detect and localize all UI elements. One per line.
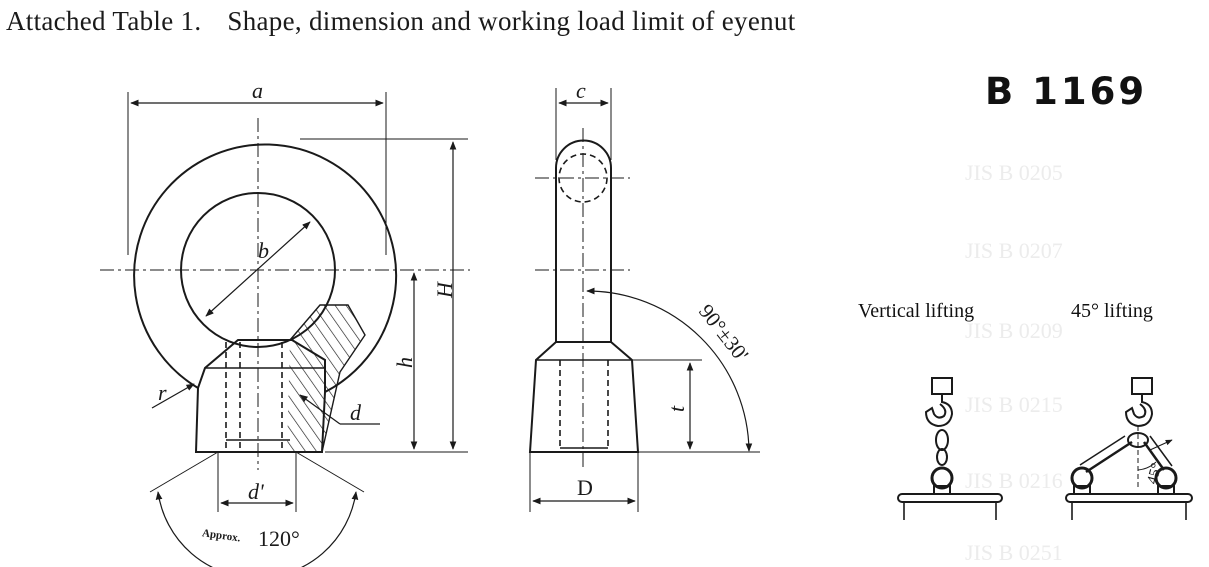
label-a: a <box>252 78 263 103</box>
angled-lifting-diagram <box>1065 377 1193 520</box>
label-r: r <box>158 380 167 405</box>
bleed-text-4: JIS B 0215 <box>965 392 1063 417</box>
eyenut-side-view <box>528 88 760 512</box>
bleed-text-5: JIS B 0216 <box>965 468 1063 493</box>
label-90: 90°±30' <box>694 300 753 367</box>
label-45: 45° <box>1144 462 1165 486</box>
label-t: t <box>664 405 689 412</box>
bleed-text-2: JIS B 0207 <box>965 238 1063 263</box>
label-120: 120° <box>258 526 300 551</box>
label-d: d <box>350 400 362 425</box>
label-H: H <box>432 281 457 299</box>
table-title: Shape, dimension and working load limit … <box>227 6 796 36</box>
bleed-text-3: JIS B 0209 <box>965 318 1063 343</box>
standard-number: B 1169 <box>985 70 1148 113</box>
label-h: h <box>392 357 417 368</box>
page-title: Attached Table 1. Shape, dimension and wo… <box>6 6 796 37</box>
vertical-lifting-label: Vertical lifting <box>858 300 975 322</box>
bleed-text-6: JIS B 0251 <box>965 540 1063 565</box>
label-D: D <box>577 475 593 500</box>
label-c: c <box>576 78 586 103</box>
label-b: b <box>258 238 269 263</box>
label-approx: Approx. <box>201 527 241 544</box>
table-ref: Attached Table 1. <box>6 6 202 36</box>
angled-lifting-label: 45° lifting <box>1071 300 1153 322</box>
label-d-prime: d' <box>248 479 264 504</box>
eyenut-front-view <box>100 92 470 567</box>
bleed-text-1: JIS B 0205 <box>965 160 1063 185</box>
vertical-lifting-diagram <box>897 377 1003 520</box>
